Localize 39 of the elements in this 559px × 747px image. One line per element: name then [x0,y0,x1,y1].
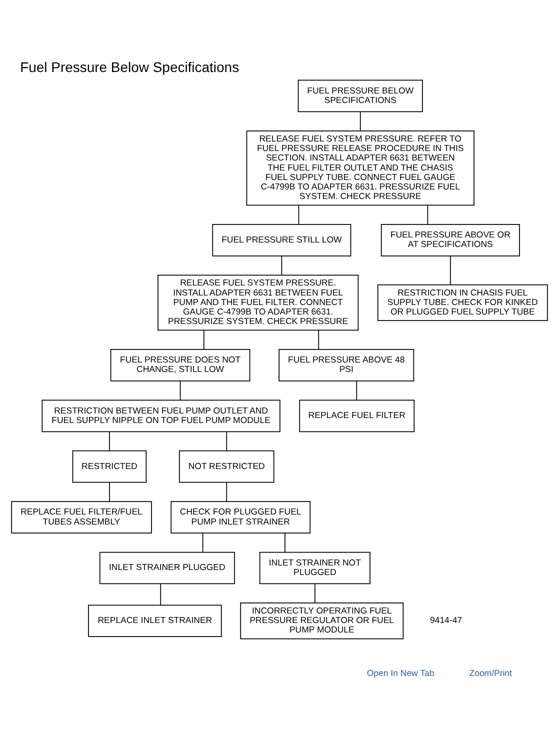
node-box: INLET STRAINER PLUGGED [99,552,235,584]
connector [356,380,358,400]
connector [314,583,316,604]
connector [284,532,286,552]
connector [281,256,282,276]
label: 9414-47 [430,615,462,626]
connector [109,431,110,452]
connector [226,482,228,502]
node-box: REPLACE INLET STRAINER [88,604,222,638]
node-box: NOT RESTRICTED [178,450,274,483]
connector [450,256,451,286]
label: Zoom/Print [469,668,512,678]
node-box: FUEL PRESSURE STILL LOW [212,224,352,256]
connector [180,380,181,400]
label: Open In New Tab [366,668,434,678]
connector [298,204,300,225]
node-box: REPLACE FUEL FILTER/FUEL TUBES ASSEMBLY [11,501,152,534]
connector [318,330,320,350]
diagram-title: Fuel Pressure Below Specifications [20,59,240,76]
connector [427,204,428,225]
node-box: INCORRECTLY OPERATING FUEL PRESSURE REGULATOR OR FUEL PUMP MODULE [240,602,404,640]
node-box: RELEASE FUEL SYSTEM PRESSURE. REFER TO FUEL PRESSURE RELEASE PROCEDURE IN THIS SECTION. INSTALL ADAPTER 6631 BETWEEN THE FUEL FILTER OUTLET AND THE CHASIS FUEL SUPPLY TUBE. CONNECT FUEL GAUGE C-4799B TO ADAPTER 6631. PRESSURIZE FUEL SYSTEM. CHECK PRESSURE [246,130,474,206]
node-box: FUEL PRESSURE ABOVE 48 PSI [278,349,414,382]
node-box: FUEL PRESSURE BELOW SPECIFICATIONS [298,80,423,112]
node-box: CHECK FOR PLUGGED FUEL PUMP INLET STRAINER [170,501,311,534]
node-box: FUEL PRESSURE ABOVE OR AT SPECIFICATIONS [380,224,520,256]
node-box: REPLACE FUEL FILTER [299,400,415,432]
node-box: FUEL PRESSURE DOES NOT CHANGE, STILL LOW [110,349,250,382]
connector [360,112,361,132]
node-box: RESTRICTION IN CHASIS FUEL SUPPLY TUBE. CHECK FOR KINKED OR PLUGGED FUEL SUPPLY TUBE [377,284,548,322]
node-box: RESTRICTED [72,450,147,483]
node-box: INLET STRAINER NOT PLUGGED [259,552,370,584]
connector [109,482,110,502]
node-box: RELEASE FUEL SYSTEM PRESSURE. INSTALL ADAPTER 6631 BETWEEN FUEL PUMP AND THE FUEL FILTER. CONNECT GAUGE C-4799B TO ADAPTER 6631. PRESSURIZE SYSTEM. CHECK PRESSURE [158,274,359,331]
connector [160,583,162,606]
connector [226,431,228,452]
connector [202,532,204,552]
connector [203,330,204,350]
node-box: RESTRICTION BETWEEN FUEL PUMP OUTLET AND FUEL SUPPLY NIPPLE ON TOP FUEL PUMP MODULE [42,400,280,432]
